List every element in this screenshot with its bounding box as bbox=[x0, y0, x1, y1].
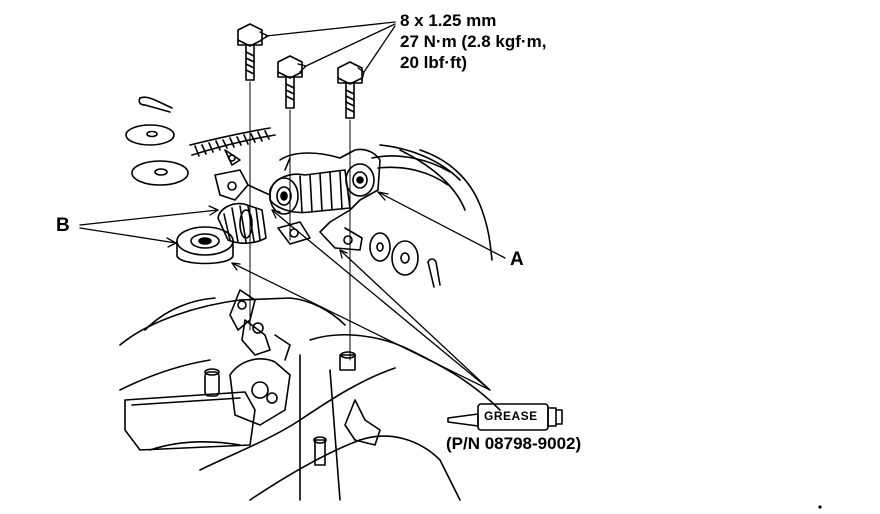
washer-left-lower bbox=[131, 160, 189, 186]
callout-a-leader bbox=[377, 191, 506, 259]
callout-b-label: B bbox=[56, 215, 70, 236]
grease-tube-icon bbox=[447, 403, 563, 431]
washer-right-large bbox=[391, 240, 419, 276]
grease-part-number: (P/N 08798-9002) bbox=[446, 434, 582, 453]
shift-linkage-base bbox=[124, 289, 381, 466]
bushing-b bbox=[176, 226, 234, 265]
cotter-pin-right bbox=[427, 258, 441, 288]
callout-b-leaders bbox=[79, 205, 219, 248]
fastener-size: 8 x 1.25 mm bbox=[400, 11, 497, 30]
cotter-pin-left bbox=[138, 96, 173, 113]
shift-cable-bellows bbox=[269, 169, 351, 215]
fastener-torque-line1: 27 N·m (2.8 kgf·m, bbox=[400, 32, 547, 51]
shift-cable-left bbox=[189, 127, 276, 166]
fastener-torque-line2: 20 lbf·ft) bbox=[400, 53, 468, 72]
fastener-specification: 8 x 1.25 mm 27 N·m (2.8 kgf·m, 20 lbf·ft… bbox=[400, 10, 546, 73]
cable-bracket-left bbox=[214, 169, 271, 201]
bushing-boot-center bbox=[217, 202, 267, 244]
corner-mark bbox=[818, 505, 822, 509]
grease-leaders bbox=[231, 209, 491, 391]
mounting-bolt-middle bbox=[277, 55, 303, 109]
washer-right-small bbox=[369, 232, 391, 262]
grease-label: GREASE bbox=[484, 409, 538, 423]
transmission-housing bbox=[119, 144, 501, 501]
cable-bracket-right bbox=[277, 148, 451, 251]
bolt-alignment-lines bbox=[249, 81, 351, 361]
mounting-bolt-right bbox=[337, 61, 363, 119]
washer-left-upper bbox=[125, 124, 175, 146]
callout-a-label: A bbox=[510, 249, 524, 270]
spec-leader-lines bbox=[259, 21, 396, 81]
mounting-bolt-left bbox=[237, 23, 263, 81]
